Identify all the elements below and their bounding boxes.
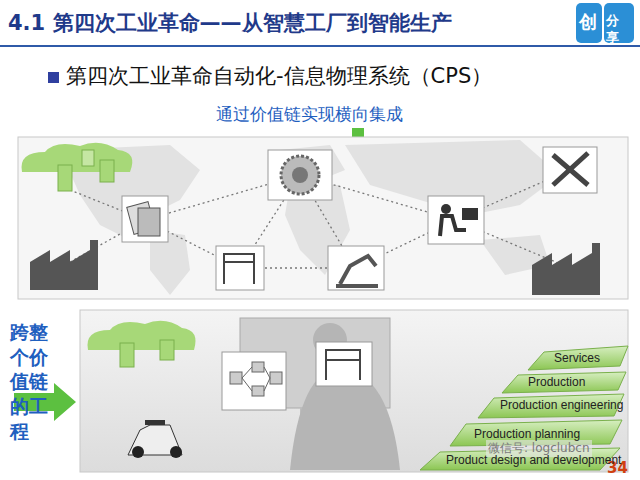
printer-icon: [216, 246, 264, 290]
step-label: Services: [554, 351, 600, 365]
vertical-label: 跨整个价值链的工程: [10, 320, 48, 443]
logo-text: 分享: [606, 13, 619, 47]
operator-icon: [428, 196, 484, 244]
cloud-icon: [87, 321, 195, 367]
factory-icon: [30, 240, 600, 295]
step-label: Production: [528, 375, 585, 389]
engineering-panel: [80, 310, 628, 472]
step-label: Production planning: [474, 427, 580, 441]
tools-icon: [543, 147, 597, 193]
value-chain-step: Production engineering: [498, 398, 625, 412]
value-chain-step: Production planning: [472, 427, 582, 441]
section-label: 通过价值链实现横向集成: [216, 103, 403, 126]
logo-text: 创: [579, 10, 597, 34]
map-panel: [18, 137, 628, 299]
block-diagram: [222, 352, 286, 410]
cloud-icon: [21, 143, 132, 191]
race-car: [128, 420, 182, 458]
step-label: Production engineering: [500, 398, 623, 412]
value-chain-step: Production: [526, 375, 587, 389]
robot-icon: [328, 246, 384, 290]
logo-tile: [576, 3, 602, 43]
value-chain-step: Product design and development: [444, 453, 623, 467]
value-chain-step: Services: [552, 351, 602, 365]
product-box: [316, 342, 372, 386]
workstation: [240, 318, 400, 470]
slide-title: 4.1 第四次工业革命——从智慧工厂到智能生产: [8, 9, 452, 37]
machine-icon: [268, 150, 332, 200]
documents-icon: [122, 196, 168, 242]
step-label: Product design and development: [446, 453, 621, 467]
bullet: [48, 72, 59, 83]
value-chain-ramp: [420, 346, 628, 470]
header-rule: [0, 45, 640, 47]
bullet-heading: 第四次工业革命自动化-信息物理系统（CPS）: [66, 62, 492, 90]
world-map: [60, 140, 560, 295]
